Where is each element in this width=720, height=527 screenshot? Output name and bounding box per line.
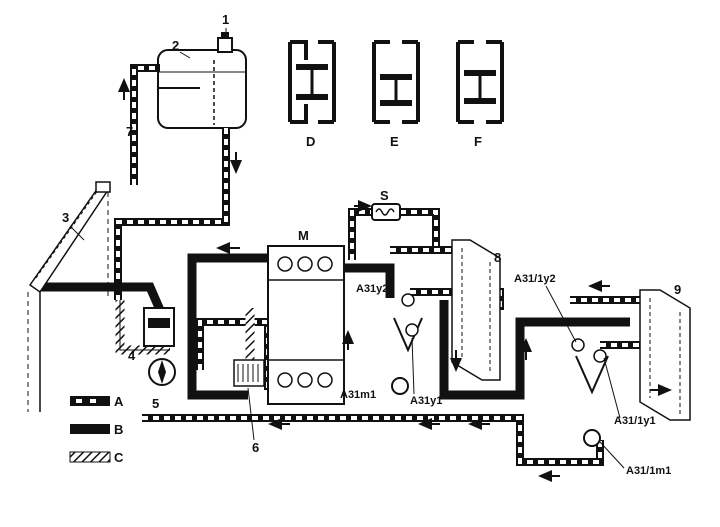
label-engine: M — [298, 228, 309, 243]
label-pump: 4 — [128, 348, 136, 363]
coolant-lines-a — [114, 64, 680, 466]
label-a31m1: A31m1 — [340, 389, 376, 401]
filler-cap — [217, 32, 233, 53]
label-heater-core: 6 — [252, 440, 259, 455]
legend-swatch-b — [70, 424, 110, 434]
coolant-lines-c — [115, 300, 255, 360]
legend-label-c: C — [114, 450, 124, 465]
valve-a31-1 — [571, 338, 609, 447]
valve-a31 — [391, 293, 423, 395]
label-cap: 1 — [222, 12, 229, 27]
thermostat — [148, 358, 176, 386]
labels: 1 2 3 4 5 6 7 8 9 M S D E F A31y2 A31m1 … — [62, 12, 681, 477]
valve-state-f — [456, 40, 504, 124]
leader-lines — [69, 28, 625, 469]
label-state-d: D — [306, 134, 315, 149]
legend — [69, 396, 111, 463]
legend-swatch-a — [70, 396, 110, 406]
label-a31-1m1: A31/1m1 — [626, 465, 671, 477]
label-state-f: F — [474, 134, 482, 149]
label-a31-1y1: A31/1y1 — [614, 415, 656, 427]
radiator-8 — [451, 239, 501, 381]
legend-label-a: A — [114, 394, 124, 409]
valve-state-d — [288, 40, 336, 124]
label-tank: 2 — [172, 38, 179, 53]
label-thermostat: 5 — [152, 396, 159, 411]
label-radiator: 3 — [62, 210, 69, 225]
label-rad-9: 9 — [674, 282, 681, 297]
label-state-e: E — [390, 134, 399, 149]
label-a31-1y2: A31/1y2 — [514, 273, 556, 285]
label-exchanger: S — [380, 188, 389, 203]
label-rad-8: 8 — [494, 250, 501, 265]
flow-arrows — [118, 78, 672, 482]
legend-label-b: B — [114, 422, 123, 437]
heat-exchanger — [371, 203, 401, 221]
radiator-left — [27, 181, 111, 412]
radiator-9 — [639, 289, 691, 421]
valve-state-e — [372, 40, 420, 124]
water-pump — [143, 307, 175, 347]
label-hose: 7 — [126, 124, 133, 139]
heater-core — [233, 359, 265, 387]
engine-block — [267, 245, 345, 405]
legend-swatch-c — [69, 451, 111, 463]
label-a31y2: A31y2 — [356, 283, 388, 295]
expansion-tank — [157, 49, 247, 129]
label-a31y1: A31y1 — [410, 395, 442, 407]
